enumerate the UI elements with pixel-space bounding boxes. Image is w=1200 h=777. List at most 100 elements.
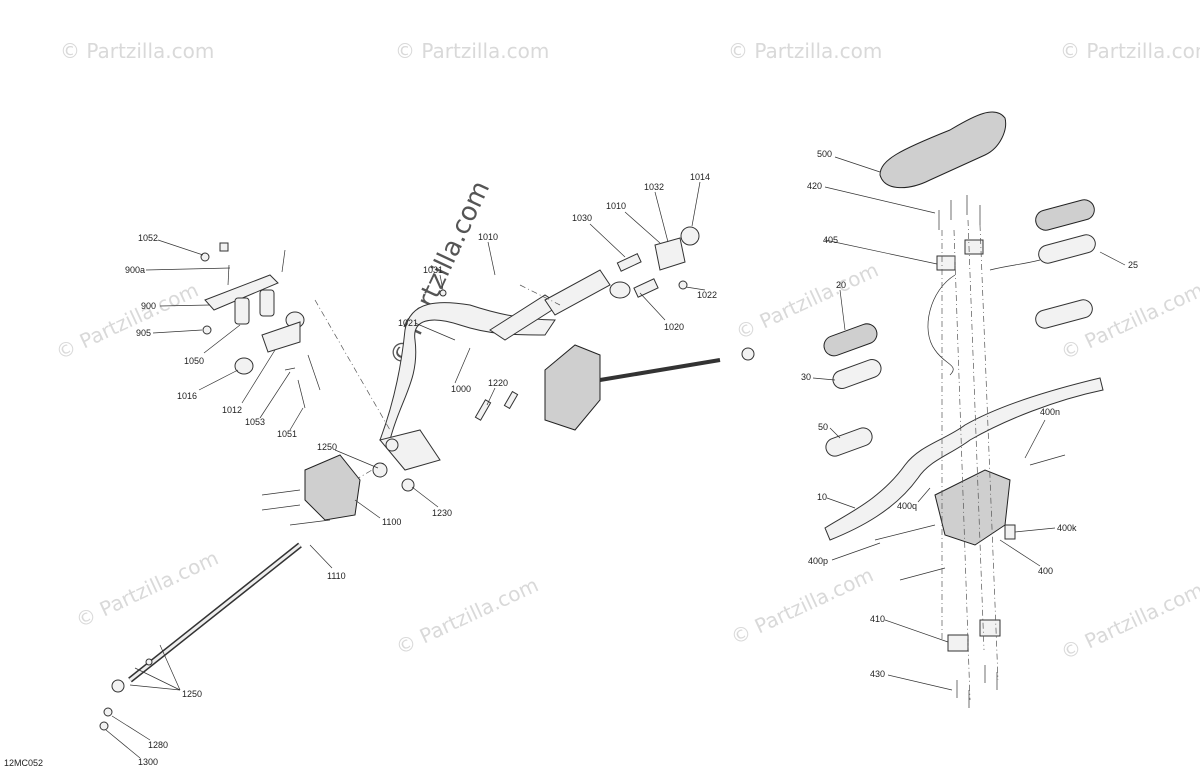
watermark: © Partzilla.com (60, 39, 214, 63)
watermark: © Partzilla.com (72, 546, 222, 633)
grip-20 (823, 323, 878, 357)
watermark: © Partzilla.com (727, 563, 877, 650)
callout-905: 905 (136, 328, 151, 338)
sleeve-1030 (616, 253, 642, 272)
diagram-code: 12MC052 (4, 758, 43, 768)
callout-405: 405 (823, 235, 838, 245)
leader-1016 (198, 369, 239, 391)
leader-1051 (289, 407, 304, 431)
clamp-1012 (261, 321, 301, 353)
clamp-410a (947, 634, 969, 652)
leader-1300 (105, 729, 141, 759)
leader-400 (999, 539, 1041, 567)
leader-1032 (654, 191, 669, 243)
watermark: © Partzilla.com (1057, 578, 1200, 665)
bushing-1050 (234, 297, 250, 325)
callout-1000: 1000 (451, 384, 471, 394)
leader-400p (831, 542, 881, 561)
grip-25 (1038, 234, 1096, 264)
handlebar-pad-500 (879, 111, 1007, 189)
callout-1032: 1032 (644, 182, 664, 192)
tie-rod-end (741, 347, 755, 361)
riser-400 (934, 469, 1011, 546)
callout-labels: 1052 900a 900 905 1050 1016 1012 1053 10… (125, 149, 1138, 767)
callout-1030: 1030 (572, 213, 592, 223)
bracket-900 (204, 274, 279, 311)
leader-1250b-1 (134, 667, 181, 691)
leader-1021 (414, 322, 456, 341)
bushing-1050b (259, 289, 275, 317)
screw-1100a (261, 489, 301, 496)
callout-400n: 400n (1040, 407, 1060, 417)
leader-430 (887, 674, 953, 691)
leader-420 (824, 186, 936, 214)
callout-1020: 1020 (664, 322, 684, 332)
leader-1010a (487, 241, 496, 276)
clamp-410b (979, 619, 1001, 637)
bolt-1051 (297, 379, 306, 409)
washer-1300 (99, 721, 109, 731)
callout-1022: 1022 (697, 290, 717, 300)
seal-1014 (680, 226, 700, 246)
callout-25: 25 (1128, 260, 1138, 270)
clamp-405a (936, 255, 956, 271)
callout-1220: 1220 (488, 378, 508, 388)
leader-410 (884, 619, 949, 643)
callout-1100: 1100 (382, 517, 401, 527)
callout-400: 400 (1038, 566, 1053, 576)
callout-1230: 1230 (432, 508, 452, 518)
bolt-900a-b (281, 249, 286, 273)
tie-rod-upper (599, 358, 721, 382)
leader-1050 (203, 324, 241, 354)
leader-1010b (624, 211, 661, 244)
watermark: © Partzilla.com (728, 39, 882, 63)
nut-1022 (678, 280, 688, 290)
callout-1051: 1051 (277, 429, 297, 439)
sleeve-1020 (633, 278, 659, 298)
callout-1280: 1280 (148, 740, 168, 750)
steering-column-assembly (99, 226, 755, 731)
assembly-line (314, 299, 391, 431)
leader-405 (824, 239, 938, 265)
screw-1100c (289, 519, 331, 526)
callout-50: 50 (818, 422, 828, 432)
leader-900 (159, 304, 211, 307)
callout-1050: 1050 (184, 356, 204, 366)
callout-1012: 1012 (222, 405, 242, 415)
callout-1031: 1031 (423, 265, 443, 275)
leader-1012 (241, 349, 276, 404)
sleeve-50 (825, 427, 873, 457)
leader-1250b-3 (129, 684, 181, 691)
callout-400p: 400p (808, 556, 828, 566)
bolt-1051b (307, 354, 321, 391)
leader-1110 (309, 544, 333, 569)
gearbox-1100 (304, 454, 361, 521)
callout-30: 30 (801, 372, 811, 382)
nut-1052 (200, 252, 210, 262)
nut-1280 (103, 707, 113, 717)
callout-1021: 1021 (398, 318, 418, 328)
callout-900a: 900a (125, 265, 145, 275)
rod-end-1250 (111, 679, 125, 693)
leader-1100 (354, 499, 381, 519)
grip-25a (1035, 199, 1095, 231)
watermark-grid: © Partzilla.com © Partzilla.com © Partzi… (52, 39, 1200, 665)
callout-420: 420 (807, 181, 822, 191)
washer-1230 (401, 478, 415, 492)
boot-1250 (145, 658, 153, 666)
bolt-400p (874, 524, 936, 541)
tie-rod-1110-inner (129, 543, 301, 682)
callout-410: 410 (870, 614, 885, 624)
callout-1300: 1300 (138, 757, 158, 767)
bearing-1020 (609, 281, 631, 299)
leader-1030 (589, 223, 626, 258)
bolt-1220 (474, 399, 492, 421)
leader-900a (145, 267, 231, 271)
callout-400q: 400q (897, 501, 917, 511)
watermark: © Partzilla.com (392, 573, 542, 660)
leader-1250b-2 (159, 644, 181, 691)
actuator-housing (544, 344, 601, 431)
leader-1020 (639, 292, 666, 321)
